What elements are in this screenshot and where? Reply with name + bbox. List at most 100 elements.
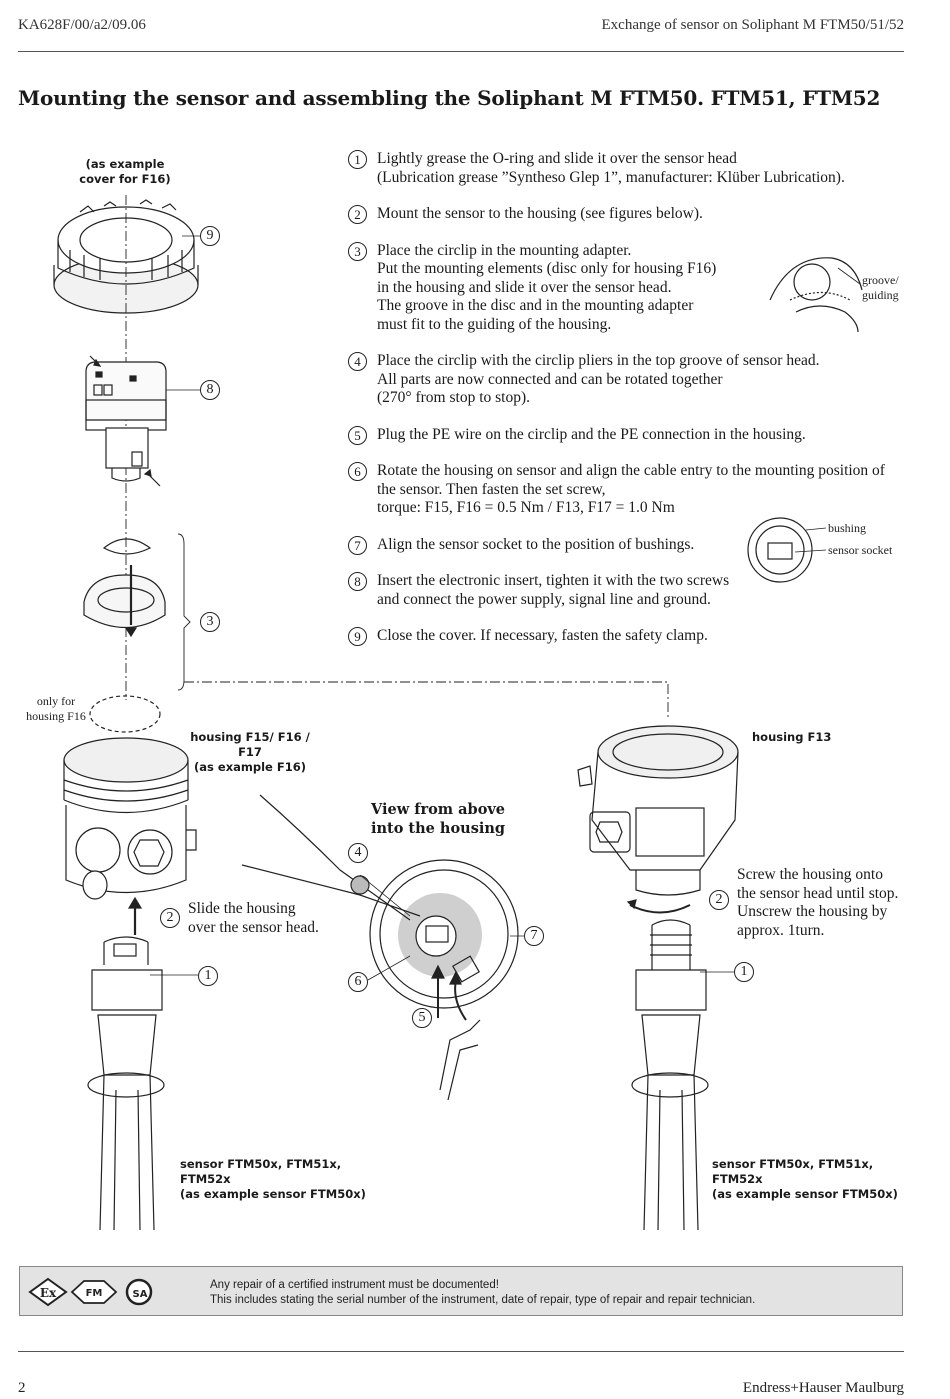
callout-9: 9: [200, 226, 220, 246]
callout-3: 3: [200, 612, 220, 632]
step-number: 9: [348, 627, 367, 646]
step-text-line: Insert the electronic insert, tighten it…: [377, 572, 730, 589]
step-text-line: (Lubrication grease ”Syntheso Glep 1”, m…: [377, 168, 845, 186]
step-number: 8: [348, 572, 367, 591]
repair-notice: Ex FM SA Any repair of a certified instr…: [19, 1266, 903, 1316]
step-text-line: in the housing and slide it over the sen…: [377, 278, 672, 296]
footer-rule: [18, 1351, 904, 1352]
step-text-line: Place the circlip with the circlip plier…: [377, 352, 820, 369]
step-text-line: must fit to the guiding of the housing.: [377, 315, 612, 333]
housing-f16-drawing: [63, 737, 197, 900]
step-text-line: All parts are now connected and can be r…: [377, 370, 723, 388]
step-number: 6: [348, 462, 367, 481]
screw-line2: the sensor head until stop.: [737, 884, 899, 902]
step-text-line: torque: F15, F16 = 0.5 Nm / F13, F17 = 1…: [377, 499, 675, 516]
housing-f15-line1: housing F15/ F16 / F17: [190, 730, 310, 759]
sensor-left-line2: (as example sensor FTM50x): [180, 1187, 366, 1201]
step-number: 4: [348, 352, 367, 371]
callout-1-left: 1: [198, 966, 218, 986]
steps-list: 1 Lightly grease the O-ring and slide it …: [348, 150, 908, 664]
screw-housing-text: Screw the housing onto the sensor head u…: [737, 866, 898, 940]
callout-5: 5: [412, 1008, 432, 1028]
notice-text: Any repair of a certified instrument mus…: [210, 1278, 755, 1308]
callout-4: 4: [348, 843, 368, 863]
bushing-detail-drawing: [747, 517, 827, 583]
housing-f15-line2: (as example F16): [194, 760, 306, 774]
step-text-line: Lightly grease the O-ring and slide it o…: [377, 150, 737, 167]
step-number: 1: [348, 150, 367, 169]
callout-2-left: 2: [160, 908, 180, 928]
groove-label-line2: guiding: [862, 288, 899, 302]
step-text-line: Place the circlip in the mounting adapte…: [377, 241, 632, 259]
groove-label: groove/ guiding: [862, 273, 899, 303]
step-number: 2: [348, 205, 367, 224]
groove-label-line1: groove/: [862, 273, 899, 287]
step-text-line: Align the sensor socket to the position …: [377, 535, 695, 553]
callout-6: 6: [348, 972, 368, 992]
svg-text:Ex: Ex: [40, 1286, 57, 1300]
step-text-line: Mount the sensor to the housing (see fig…: [377, 205, 703, 222]
only-for-f16-label: only for housing F16: [22, 694, 90, 724]
step-item: 1 Lightly grease the O-ring and slide it …: [348, 150, 908, 187]
doc-title: Exchange of sensor on Soliphant M FTM50/…: [601, 17, 904, 33]
step-item: 4 Place the circlip with the circlip plie…: [348, 352, 908, 408]
slide-housing-text: Slide the housing over the sensor head.: [188, 900, 319, 937]
svg-text:SA: SA: [133, 1289, 148, 1300]
step-number: 5: [348, 425, 367, 445]
notice-line2: This includes stating the serial number …: [210, 1294, 756, 1306]
sensor-socket-label: sensor socket: [828, 543, 893, 557]
housing-f13-label: housing F13: [752, 730, 832, 744]
step-item: 3 Place the circlip in the mounting adapt…: [348, 241, 908, 335]
slide-line2: over the sensor head.: [188, 918, 319, 936]
screw-line1: Screw the housing onto: [737, 866, 883, 883]
step-text-line: and connect the power supply, signal lin…: [377, 590, 711, 608]
header-rule: [18, 51, 904, 52]
step-text-line: Plug the PE wire on the circlip and the …: [377, 425, 806, 443]
mounting-elements-drawing: [83, 533, 191, 691]
svg-text:FM: FM: [86, 1288, 103, 1299]
step-text-line: (270° from stop to stop).: [377, 389, 531, 406]
step-item: 9 Close the cover. If necessary, fasten t…: [348, 627, 908, 646]
company-name: Endress+Hauser Maulburg: [742, 1380, 904, 1396]
screw-line4: approx. 1turn.: [737, 921, 825, 939]
sensor-right-line1: sensor FTM50x, FTM51x, FTM52x: [712, 1157, 874, 1186]
view-above-line2: into the housing: [370, 820, 506, 837]
sensor-left-label: sensor FTM50x, FTM51x, FTM52x (as exampl…: [180, 1157, 380, 1202]
slide-line1: Slide the housing: [188, 900, 296, 917]
view-above-line1: View from above: [370, 801, 506, 818]
csa-certification-icon: SA: [125, 1278, 153, 1306]
step-item: 2 Mount the sensor to the housing (see fi…: [348, 205, 908, 224]
housing-f15-label: housing F15/ F16 / F17 (as example F16): [178, 730, 322, 775]
step-item: 5 Plug the PE wire on the circlip and the…: [348, 425, 908, 445]
fm-certification-icon: FM: [70, 1280, 118, 1304]
step-item: 8 Insert the electronic insert, tighten i…: [348, 572, 908, 609]
step-text-line: Close the cover. If necessary, fasten th…: [377, 627, 708, 644]
ex-certification-icon: Ex: [28, 1277, 68, 1307]
cover-label-line1: (as example: [85, 157, 165, 171]
page-title: Mounting the sensor and assembling the S…: [18, 86, 881, 110]
step-item: 7 Align the sensor socket to the position…: [348, 535, 908, 555]
callout-2-right: 2: [709, 890, 729, 910]
step-number: 7: [348, 535, 367, 555]
sensor-left-drawing: [87, 936, 165, 1231]
view-from-above-label: View from above into the housing: [362, 800, 514, 838]
cover-label-line2: cover for F16): [79, 172, 171, 186]
step-text-line: the sensor. Then fasten the set screw,: [377, 480, 606, 498]
callout-8: 8: [200, 380, 220, 400]
step-text-line: The groove in the disc and in the mounti…: [377, 297, 694, 314]
doc-code: KA628F/00/a2/09.06: [18, 17, 146, 33]
callout-7: 7: [524, 926, 544, 946]
callout-1-right: 1: [734, 962, 754, 982]
only-for-line2: housing F16: [26, 709, 86, 723]
only-for-line1: only for: [36, 694, 76, 708]
sensor-right-drawing: [631, 919, 709, 1231]
view-from-above-drawing: [241, 794, 530, 1101]
step-text-line: Rotate the housing on sensor and align t…: [377, 462, 885, 479]
notice-line1: Any repair of a certified instrument mus…: [210, 1279, 499, 1291]
sensor-left-line1: sensor FTM50x, FTM51x, FTM52x: [180, 1157, 342, 1186]
sensor-right-label: sensor FTM50x, FTM51x, FTM52x (as exampl…: [712, 1157, 912, 1202]
groove-detail-drawing: [769, 257, 863, 333]
step-item: 6 Rotate the housing on sensor and align …: [348, 462, 908, 518]
step-number: 3: [348, 241, 367, 261]
